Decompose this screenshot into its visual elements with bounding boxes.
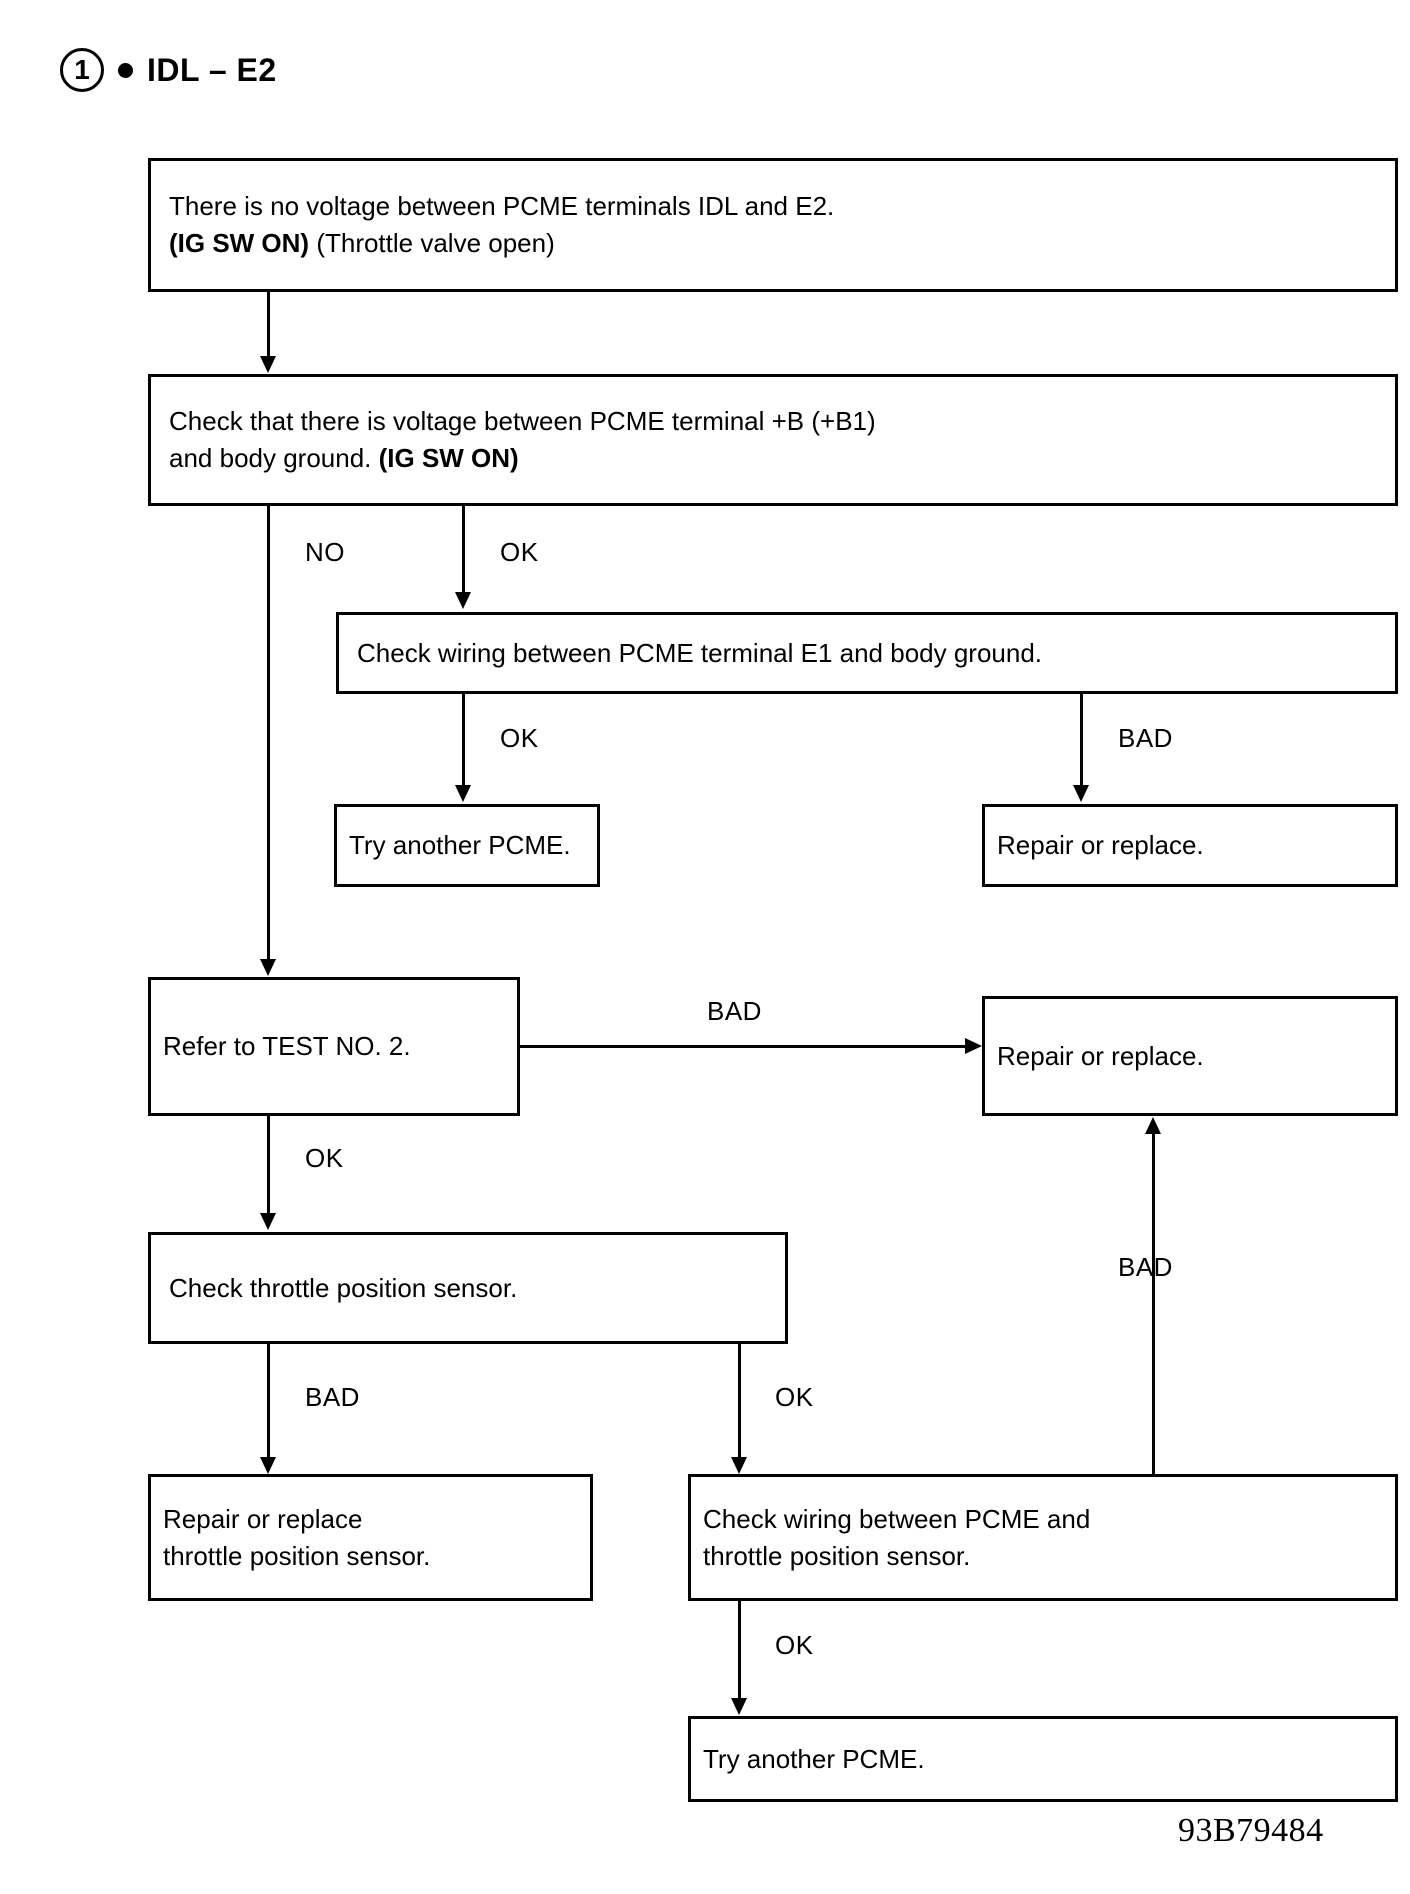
try-another-pcme-box-upper: Try another PCME.: [334, 804, 600, 887]
check-e1-wiring-box: Check wiring between PCME terminal E1 an…: [336, 612, 1398, 694]
edge-label-ok-2: OK: [500, 723, 539, 753]
refer-to-test-line: Refer to TEST NO. 2.: [163, 1031, 411, 1062]
try-another-pcme-box-lower: Try another PCME.: [688, 1716, 1398, 1802]
repair-replace-throttle-sensor-box: Repair or replace throttle position sens…: [148, 1474, 593, 1601]
edge-n3-n4-arrow: [455, 785, 471, 802]
edge-label-no-1: NO: [305, 537, 345, 567]
step-number-badge: 1: [60, 48, 104, 92]
check-b-line-1: Check that there is voltage between PCME…: [169, 406, 876, 437]
repair-throttle-line-2: throttle position sensor.: [163, 1540, 431, 1571]
edge-n6-n7-line: [520, 1045, 970, 1048]
page-header: 1 IDL – E2: [60, 48, 277, 92]
edge-n1-n2-arrow: [260, 356, 276, 373]
try-another-pcme-upper-line: Try another PCME.: [349, 830, 571, 861]
check-b-line-2: and body ground. (IG SW ON): [151, 440, 1395, 477]
edge-n8-n10-line: [738, 1344, 741, 1457]
edge-n6-n8-line: [267, 1116, 270, 1213]
check-b-ground-text: and body ground.: [169, 443, 379, 473]
check-b-voltage-box: Check that there is voltage between PCME…: [148, 374, 1398, 506]
edge-n2-n6-arrow: [260, 959, 276, 976]
symptom-ig-sw-on: (IG SW ON): [169, 228, 310, 258]
edge-n8-n9-arrow: [260, 1457, 276, 1474]
try-another-pcme-lower-line: Try another PCME.: [703, 1743, 925, 1774]
edge-n2-n6-line: [267, 506, 270, 959]
check-e1-line-1: Check wiring between PCME terminal E1 an…: [357, 637, 1043, 668]
check-b-ig-sw-on: (IG SW ON): [378, 443, 519, 473]
repair-or-replace-box-upper: Repair or replace.: [982, 804, 1398, 887]
document-reference-code: 93B79484: [1178, 1812, 1324, 1849]
edge-n10-n11-arrow: [731, 1698, 747, 1715]
edge-label-bad-2: BAD: [707, 996, 762, 1026]
check-throttle-sensor-line: Check throttle position sensor.: [169, 1272, 518, 1303]
symptom-throttle-note: (Throttle valve open): [309, 228, 555, 258]
repair-or-replace-upper-line: Repair or replace.: [997, 830, 1204, 861]
edge-label-ok-1: OK: [500, 537, 539, 567]
check-wiring-throttle-line-2: throttle position sensor.: [703, 1540, 971, 1571]
edge-n1-n2-line: [267, 292, 270, 356]
repair-or-replace-box-right: Repair or replace.: [982, 996, 1398, 1116]
symptom-line-1: There is no voltage between PCME termina…: [169, 191, 835, 222]
edge-n2-n3-line: [462, 506, 465, 592]
edge-label-bad-4: BAD: [1118, 1252, 1173, 1282]
edge-label-ok-3: OK: [305, 1143, 344, 1173]
page-title: IDL – E2: [147, 51, 277, 88]
refer-to-test-no-2-box: Refer to TEST NO. 2.: [148, 977, 520, 1116]
check-wiring-pcme-throttle-box: Check wiring between PCME and throttle p…: [688, 1474, 1398, 1601]
repair-or-replace-right-line: Repair or replace.: [997, 1040, 1204, 1071]
edge-n6-n8-arrow: [260, 1213, 276, 1230]
check-wiring-throttle-line-1: Check wiring between PCME and: [703, 1503, 1091, 1534]
edge-n6-n7-arrow: [965, 1038, 982, 1054]
edge-n8-n10-arrow: [731, 1457, 747, 1474]
edge-n3-n4-line: [462, 694, 465, 785]
bullet-dot-icon: [118, 62, 133, 78]
symptom-box: There is no voltage between PCME termina…: [148, 158, 1398, 292]
edge-label-bad-3: BAD: [305, 1382, 360, 1412]
edge-label-ok-4: OK: [775, 1382, 814, 1412]
repair-throttle-line-1: Repair or replace: [163, 1503, 363, 1534]
symptom-line-2: (IG SW ON) (Throttle valve open): [151, 225, 1395, 262]
edge-label-ok-5: OK: [775, 1630, 814, 1660]
edge-label-bad-1: BAD: [1118, 723, 1173, 753]
check-throttle-position-sensor-box: Check throttle position sensor.: [148, 1232, 788, 1344]
edge-n10-n11-line: [738, 1601, 741, 1698]
edge-n10-n7-line: [1152, 1134, 1155, 1474]
edge-n10-n7-arrow: [1145, 1117, 1161, 1134]
edge-n3-n5-line: [1080, 694, 1083, 785]
edge-n8-n9-line: [267, 1344, 270, 1457]
edge-n2-n3-arrow: [455, 592, 471, 609]
edge-n3-n5-arrow: [1073, 785, 1089, 802]
